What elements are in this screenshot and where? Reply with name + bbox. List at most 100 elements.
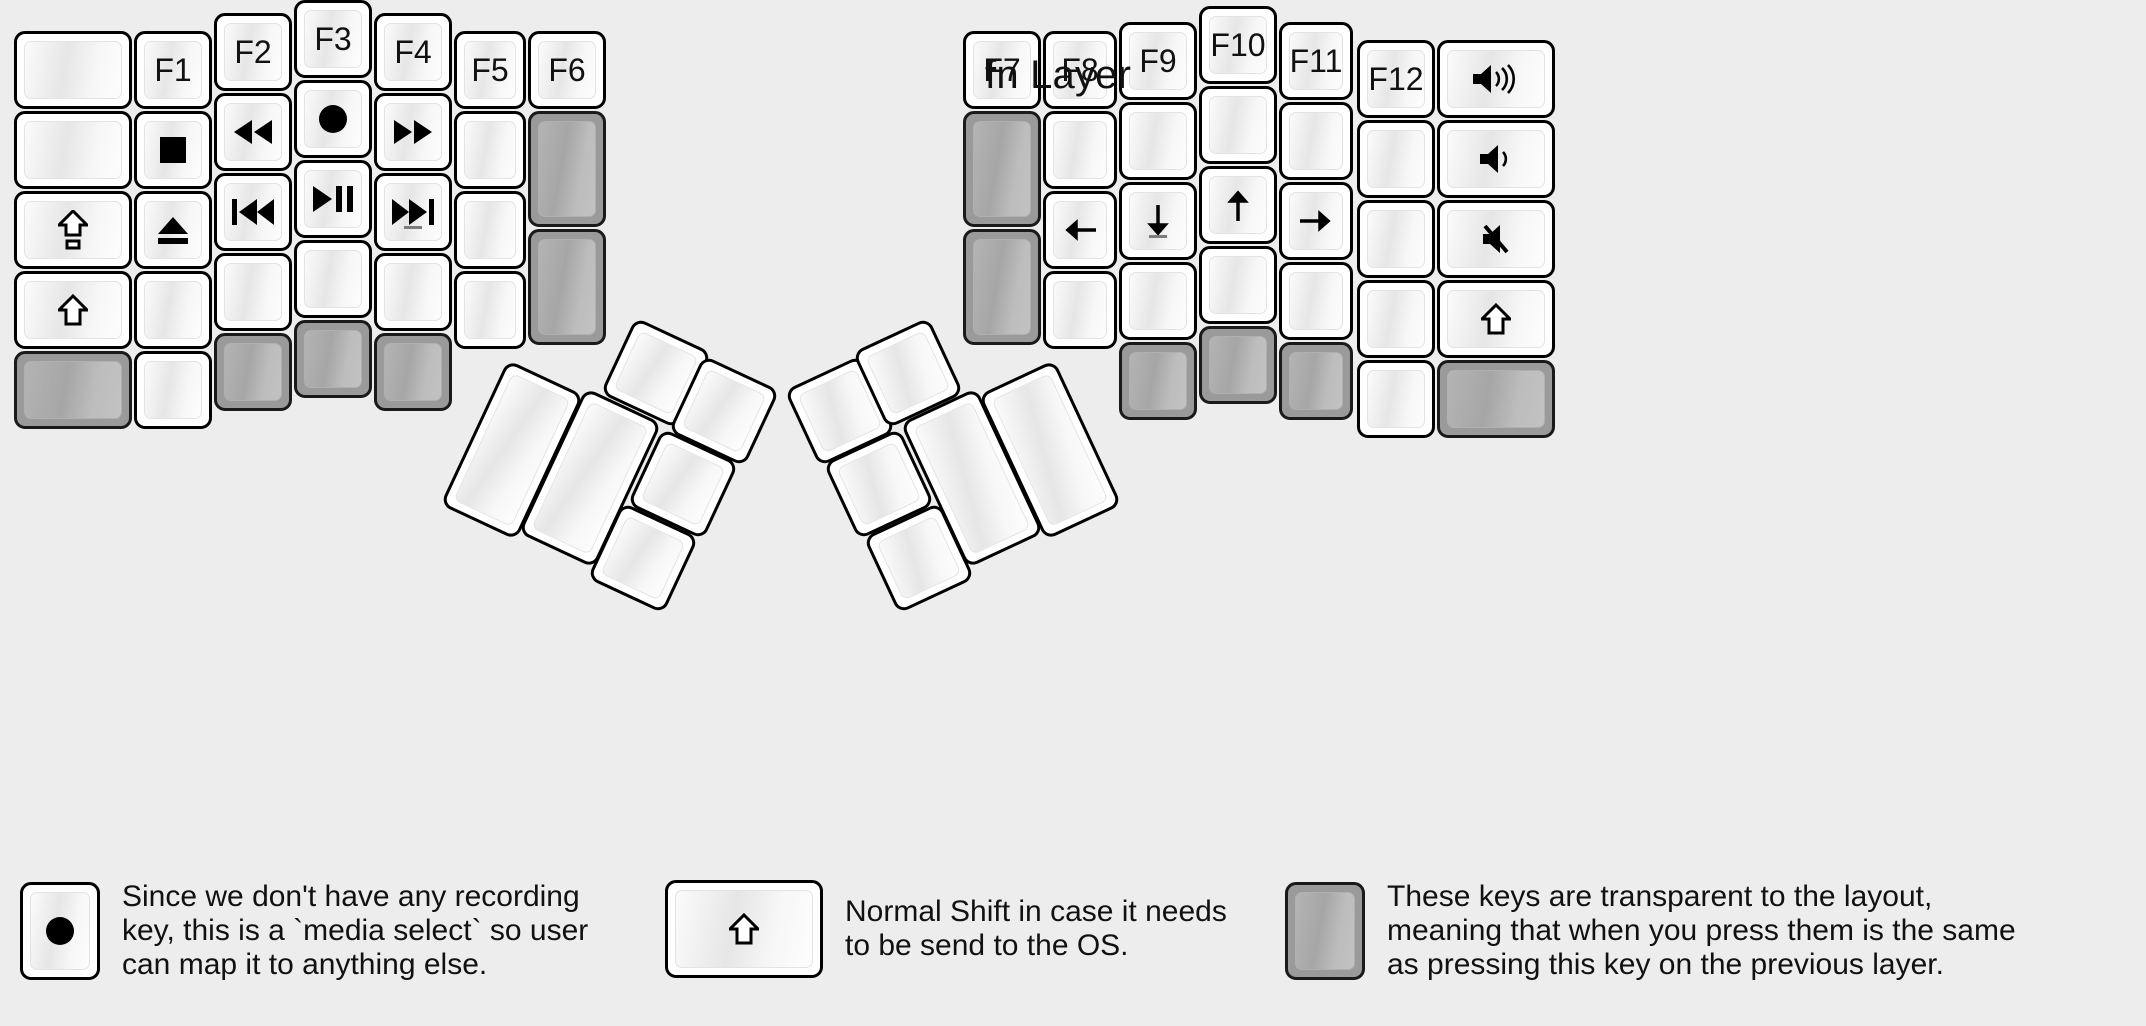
volume-down-icon xyxy=(1480,144,1512,174)
key-transparent-r5c10[interactable] xyxy=(1199,326,1277,404)
keycap-face xyxy=(464,201,516,259)
key-blank-r4c2[interactable] xyxy=(134,271,212,349)
key-transparent-r5c3[interactable] xyxy=(214,333,292,411)
key-transparent-bottom-outer[interactable] xyxy=(14,351,132,429)
key-legend: F8 xyxy=(1061,52,1099,88)
key-media-prev-track[interactable] xyxy=(214,173,292,251)
keycap-face xyxy=(304,170,362,228)
key-blank-r2c8[interactable] xyxy=(1043,111,1117,189)
key-transparent-tall-1[interactable] xyxy=(528,111,606,227)
key-f3[interactable]: F3 xyxy=(294,0,372,78)
key-caps-shift[interactable] xyxy=(14,191,132,269)
key-blank-r2c10[interactable] xyxy=(1199,86,1277,164)
key-blank-r4c8[interactable] xyxy=(1043,271,1117,349)
key-arrow-left[interactable] xyxy=(1043,191,1117,269)
key-shift-right[interactable] xyxy=(1437,280,1555,358)
key-transparent-bottom-right[interactable] xyxy=(1437,360,1555,438)
key-blank-r4c11[interactable] xyxy=(1279,262,1353,340)
key-blank-r3c12[interactable] xyxy=(1357,200,1435,278)
key-blank-r4c6[interactable] xyxy=(454,271,526,349)
key-f10[interactable]: F10 xyxy=(1199,6,1277,84)
key-media-eject[interactable] xyxy=(134,191,212,269)
key-blank-r2c11[interactable] xyxy=(1279,102,1353,180)
key-blank-r2c6[interactable] xyxy=(454,111,526,189)
keycap-face xyxy=(30,892,90,971)
rewind-icon xyxy=(234,120,272,144)
note-text: Normal Shift in case it needs to be send… xyxy=(845,894,1227,962)
key-f5[interactable]: F5 xyxy=(454,31,526,109)
key-volume-mute[interactable] xyxy=(1437,200,1555,278)
keycap-face xyxy=(464,281,516,339)
key-blank-r5c12[interactable] xyxy=(1357,360,1435,438)
keycap-face xyxy=(1209,256,1267,314)
key-blank-r4c10[interactable] xyxy=(1199,246,1277,324)
key-blank-r4c5[interactable] xyxy=(374,253,452,331)
key-f9[interactable]: F9 xyxy=(1119,22,1197,100)
key-blank-r3c6[interactable] xyxy=(454,191,526,269)
key-f11[interactable]: F11 xyxy=(1279,22,1353,100)
key-media-rewind[interactable] xyxy=(214,93,292,171)
key-blank-r2c12[interactable] xyxy=(1357,120,1435,198)
keycap-face xyxy=(1367,210,1425,268)
keycap-face xyxy=(384,183,442,241)
note-key-wrapper xyxy=(1285,882,1365,981)
keycap-face xyxy=(675,890,813,968)
key-arrow-right[interactable] xyxy=(1279,182,1353,260)
key-f4[interactable]: F4 xyxy=(374,13,452,91)
stop-icon xyxy=(160,137,186,163)
key-transparent-r5c11[interactable] xyxy=(1279,342,1353,420)
key-f6[interactable]: F6 xyxy=(528,31,606,109)
keycap-face xyxy=(1129,272,1187,330)
key-media-stop[interactable] xyxy=(134,111,212,189)
key-media-record[interactable] xyxy=(294,80,372,158)
key-f12[interactable]: F12 xyxy=(1357,40,1435,118)
keycap-face xyxy=(1289,352,1343,410)
keycap-face xyxy=(1053,281,1107,339)
keycap-face xyxy=(304,330,362,388)
key-transparent-tall-4[interactable] xyxy=(963,229,1041,345)
keycap-face xyxy=(836,441,922,527)
key-f2[interactable]: F2 xyxy=(214,13,292,91)
key-blank-r1c1[interactable] xyxy=(14,31,132,109)
key-blank-r5c2[interactable] xyxy=(134,351,212,429)
keycap-face xyxy=(1209,336,1267,394)
key-transparent-r5c4[interactable] xyxy=(294,320,372,398)
key-blank-r4c3[interactable] xyxy=(214,253,292,331)
keycap-face: F7 xyxy=(973,41,1031,99)
keycap-face xyxy=(224,103,282,161)
keycap-face: F10 xyxy=(1209,16,1267,74)
key-transparent-tall-2[interactable] xyxy=(528,229,606,345)
keycap-face xyxy=(973,121,1031,217)
key-blank-r4c9[interactable] xyxy=(1119,262,1197,340)
key-transparent-tall-3[interactable] xyxy=(963,111,1041,227)
key-transparent-r5c5[interactable] xyxy=(374,333,452,411)
key-blank-r2c1[interactable] xyxy=(14,111,132,189)
key-legend: F10 xyxy=(1210,27,1266,63)
key-f7[interactable]: F7 xyxy=(963,31,1041,109)
key-f1[interactable]: F1 xyxy=(134,31,212,109)
key-blank-r2c9[interactable] xyxy=(1119,102,1197,180)
key-f8[interactable]: F8 xyxy=(1043,31,1117,109)
key-media-next-track[interactable] xyxy=(374,173,452,251)
key-media-play-pause[interactable] xyxy=(294,160,372,238)
key-arrow-down[interactable] xyxy=(1119,182,1197,260)
key-blank-r4c4[interactable] xyxy=(294,240,372,318)
key-arrow-up[interactable] xyxy=(1199,166,1277,244)
keycap-face xyxy=(538,239,596,335)
keycap-face xyxy=(224,183,282,241)
note-key-shift[interactable] xyxy=(665,880,823,978)
keycap-face: F1 xyxy=(144,41,202,99)
key-legend: F12 xyxy=(1368,61,1424,97)
key-volume-up[interactable] xyxy=(1437,40,1555,118)
note-key-transparent[interactable] xyxy=(1285,882,1365,981)
keycap-face xyxy=(384,103,442,161)
key-volume-down[interactable] xyxy=(1437,120,1555,198)
key-shift[interactable] xyxy=(14,271,132,349)
prev-track-icon xyxy=(232,199,274,225)
key-blank-r4c12[interactable] xyxy=(1357,280,1435,358)
key-media-fast-forward[interactable] xyxy=(374,93,452,171)
note-key-record[interactable] xyxy=(20,882,100,981)
keycap-face xyxy=(144,121,202,179)
key-transparent-r5c9[interactable] xyxy=(1119,342,1197,420)
